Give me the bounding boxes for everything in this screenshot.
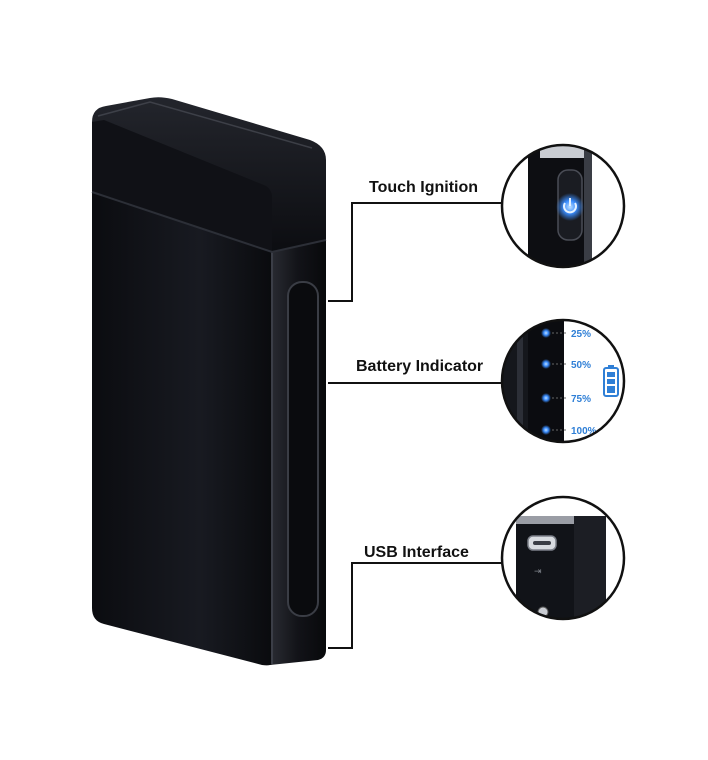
battery-leds bbox=[541, 328, 551, 435]
touch-ignition-closeup bbox=[500, 143, 626, 269]
battery-indicator-label: Battery Indicator bbox=[356, 358, 484, 375]
battery-level-label: 100% bbox=[571, 426, 597, 437]
lighter-body bbox=[91, 97, 327, 666]
battery-led-100 bbox=[541, 425, 551, 435]
battery-level-label: 50% bbox=[571, 360, 591, 371]
callout-lines bbox=[328, 202, 503, 649]
usb-interface-closeup: ⇥ bbox=[500, 495, 626, 621]
battery-level-label: 75% bbox=[571, 394, 591, 405]
battery-icon bbox=[603, 365, 619, 397]
touch-ignition-label: Touch Ignition bbox=[369, 179, 479, 196]
battery-indicator-closeup: 25% 50% 75% 100% bbox=[500, 318, 626, 444]
battery-led-25 bbox=[541, 328, 551, 338]
usb-interface-label: USB Interface bbox=[364, 544, 469, 561]
battery-led-75 bbox=[541, 393, 551, 403]
usb-symbol-icon: ⇥ bbox=[534, 566, 542, 576]
battery-level-label: 25% bbox=[571, 329, 591, 340]
power-icon bbox=[556, 193, 584, 221]
battery-led-50 bbox=[541, 359, 551, 369]
